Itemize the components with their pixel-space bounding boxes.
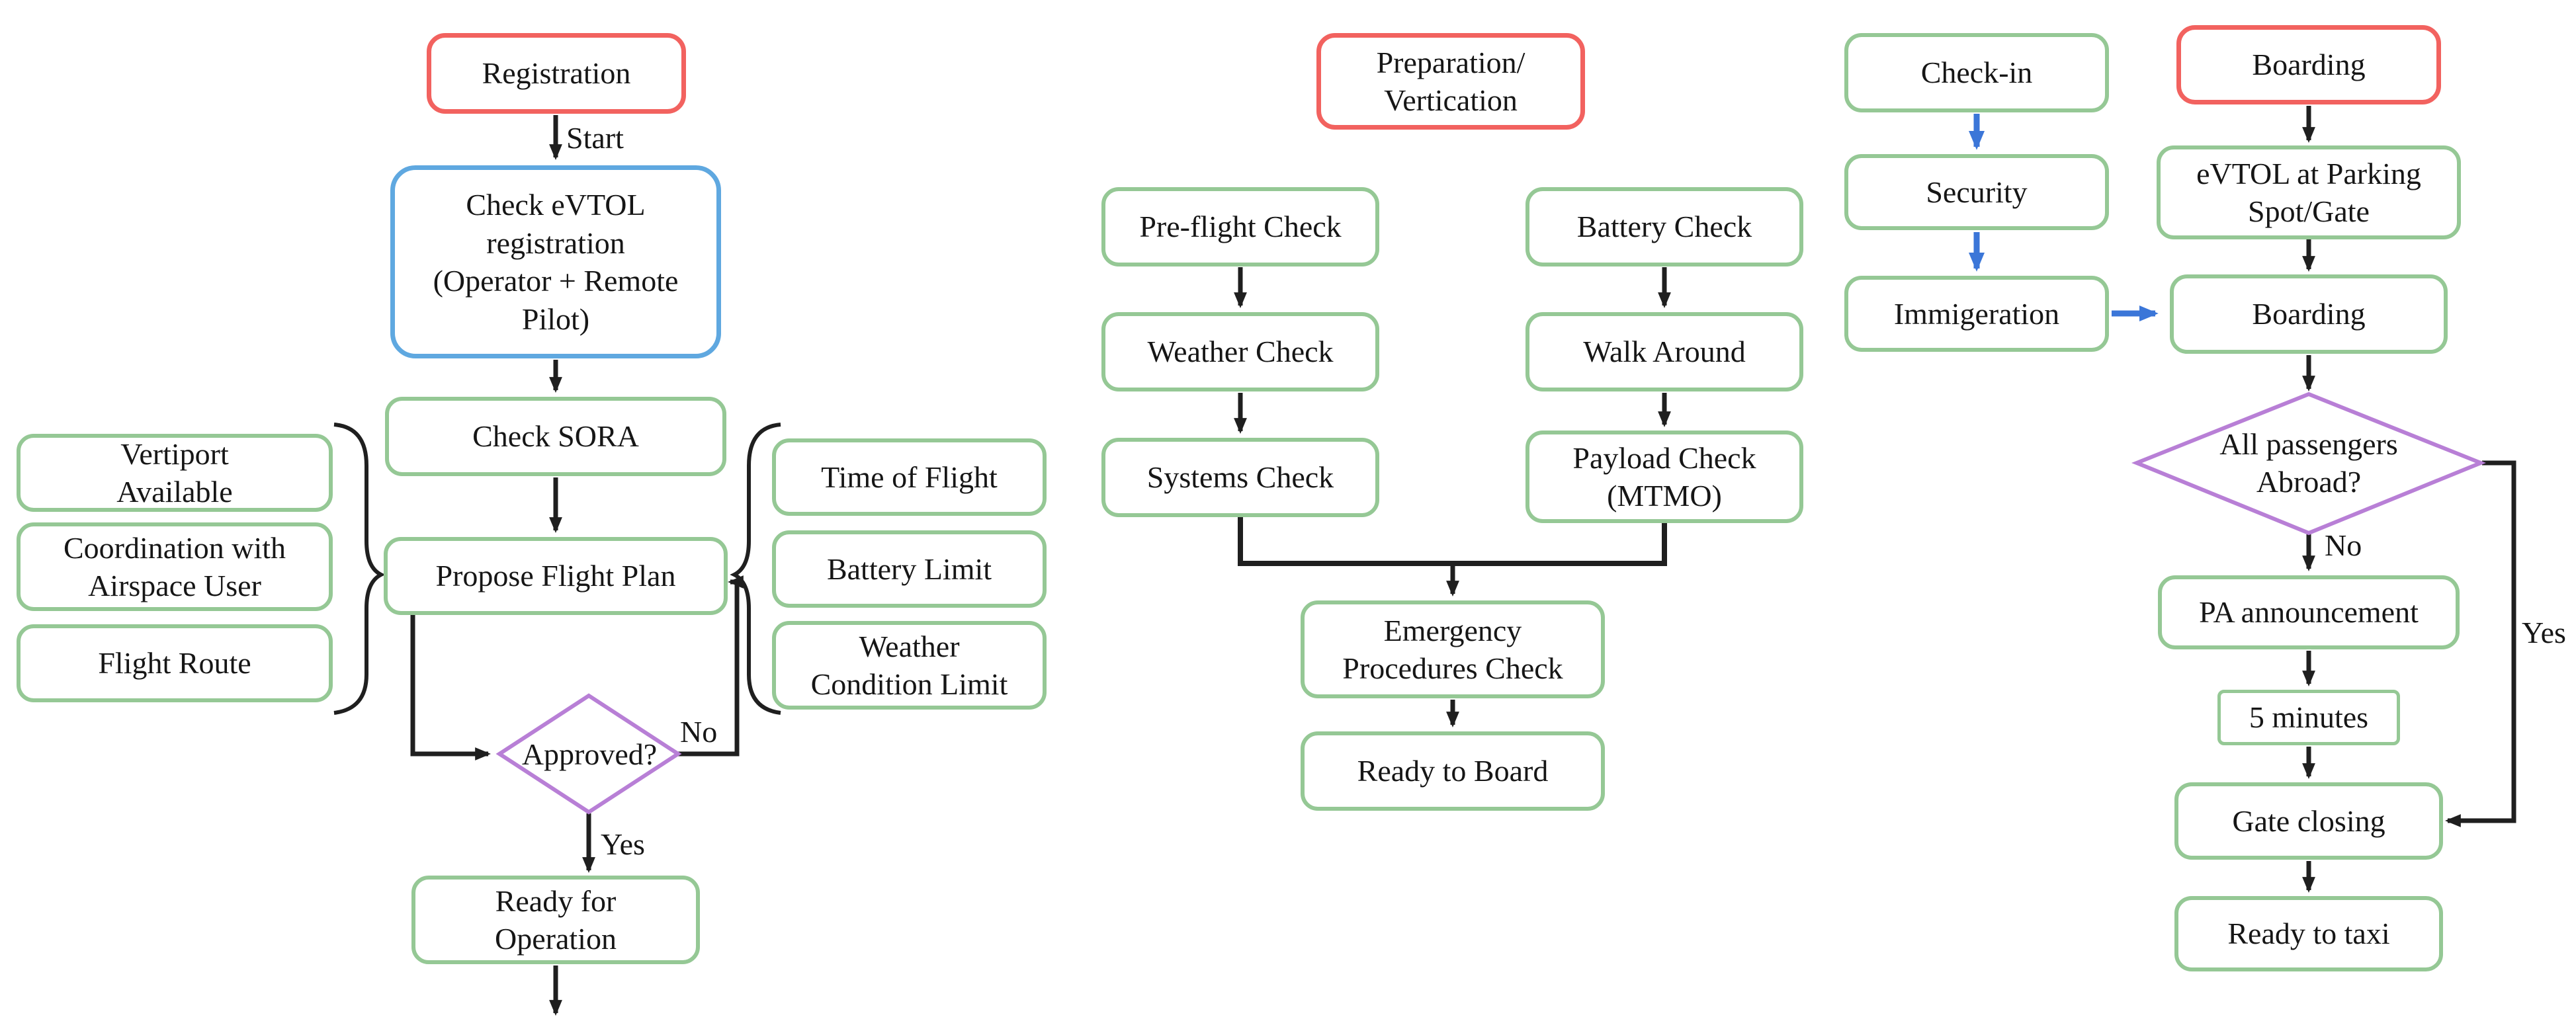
node-pa-announcement: PA announcement [2158,575,2460,649]
decision-approved-text: Approved? [521,737,658,772]
node-five-minutes: 5 minutes [2217,690,2400,745]
edge-label-passengers-no: No [2325,528,2362,562]
decision-all-passengers-text: All passengers Abroad? [2219,427,2398,499]
all-passengers-diamond [2131,391,2487,536]
node-time-of-flight: Time of Flight [772,438,1047,516]
node-coordination-airspace: Coordination with Airspace User [17,522,333,611]
brace-right-inputs [730,423,781,715]
node-battery-check: Battery Check [1525,187,1803,267]
node-check-in: Check-in [1844,33,2109,112]
edge-label-passengers-yes: Yes [2522,615,2566,649]
edge-label-start: Start [566,120,624,155]
node-boarding-header: Boarding [2176,25,2441,104]
node-ready-to-taxi: Ready to taxi [2174,896,2443,971]
elbow-propose-to-approved [410,614,491,760]
node-gate-closing: Gate closing [2174,782,2443,860]
node-check-sora: Check SORA [385,397,726,476]
node-vertiport-available: Vertiport Available [17,434,333,512]
node-boarding: Boarding [2170,274,2448,354]
node-systems-check: Systems Check [1101,438,1379,517]
node-emergency-procedures: Emergency Procedures Check [1301,600,1605,698]
merge-systems-payload [1238,517,1667,566]
node-propose-flight-plan: Propose Flight Plan [384,537,728,615]
node-weather-condition-limit: Weather Condition Limit [772,621,1047,710]
edge-label-approved-yes: Yes [601,827,645,861]
edge-label-approved-no: No [680,714,718,749]
elbow-diamond-yes-to-gate [2445,460,2516,827]
brace-left-inputs [333,423,386,715]
node-walk-around: Walk Around [1525,312,1803,391]
approved-diamond [495,693,682,815]
node-security: Security [1844,154,2109,230]
node-preflight-check: Pre-flight Check [1101,187,1379,267]
node-flight-route: Flight Route [17,624,333,702]
node-ready-to-board: Ready to Board [1301,731,1605,811]
node-immigeration: Immigeration [1844,276,2109,352]
node-registration-header: Registration [427,33,686,114]
node-payload-check: Payload Check (MTMO) [1525,431,1803,523]
node-weather-check: Weather Check [1101,312,1379,391]
node-battery-limit: Battery Limit [772,530,1047,608]
node-check-evtol-registration: Check eVTOL registration (Operator + Rem… [390,165,721,358]
elbow-approved-no-to-propose [676,575,744,757]
node-ready-for-operation: Ready for Operation [411,876,700,964]
node-preparation-header: Preparation/ Vertication [1316,33,1585,130]
node-evtol-parking-spot: eVTOL at Parking Spot/Gate [2157,145,2461,239]
